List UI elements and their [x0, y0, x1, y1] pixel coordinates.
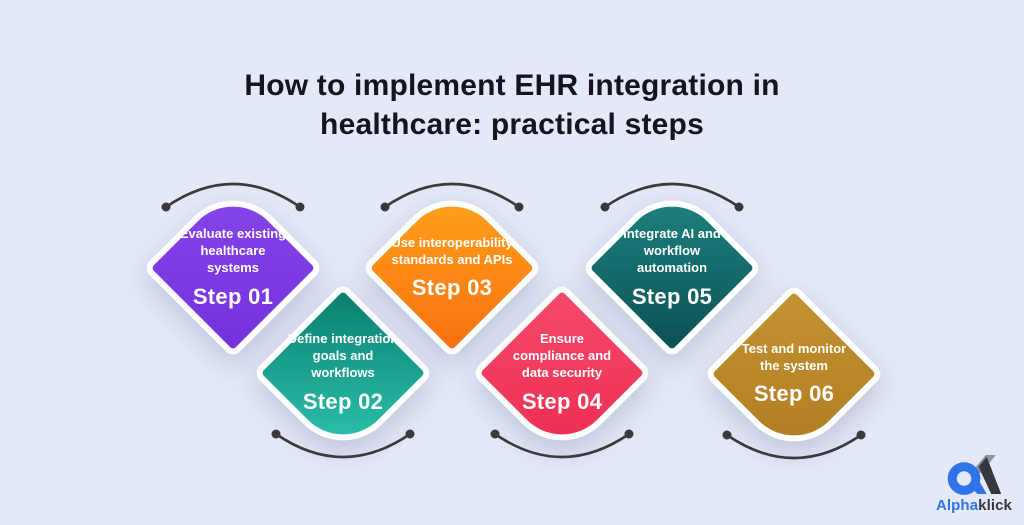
step-01-label: Step 01	[192, 283, 274, 309]
step-02-description: Define integration goals and workflows	[287, 331, 399, 380]
alphaklick-logo: Alphaklick	[930, 452, 1018, 514]
step-06-connector-arc-icon	[722, 430, 866, 460]
step-05-description: Integrate AI and workflow automation	[623, 226, 721, 275]
step-03-connector-arc-icon	[380, 182, 524, 212]
step-03-label: Step 03	[411, 275, 493, 301]
step-02-connector-arc-icon	[271, 429, 415, 459]
step-05-label: Step 05	[631, 283, 713, 309]
step-04-description: Ensure compliance and data security	[512, 331, 612, 380]
logo-text-klick: klick	[978, 497, 1013, 514]
step-05-connector-arc-icon	[600, 182, 744, 212]
step-03-description: Use interoperability standards and APIs	[391, 234, 513, 267]
alphaklick-logo-icon	[947, 454, 1002, 495]
step-04-connector-arc-icon	[490, 429, 634, 459]
page-title: How to implement EHR integration in heal…	[244, 69, 780, 141]
step-02-label: Step 02	[302, 388, 384, 414]
step-06-description: Test and monitor the system	[741, 340, 847, 373]
step-06-label: Step 06	[753, 381, 835, 407]
step-04-label: Step 04	[521, 388, 603, 414]
step-01-connector-arc-icon	[161, 182, 305, 212]
logo-text-alpha: Alpha	[935, 497, 979, 514]
alphaklick-logo-text: Alphaklick	[930, 497, 1018, 514]
step-01-description: Evaluate existing healthcare systems	[179, 226, 287, 275]
